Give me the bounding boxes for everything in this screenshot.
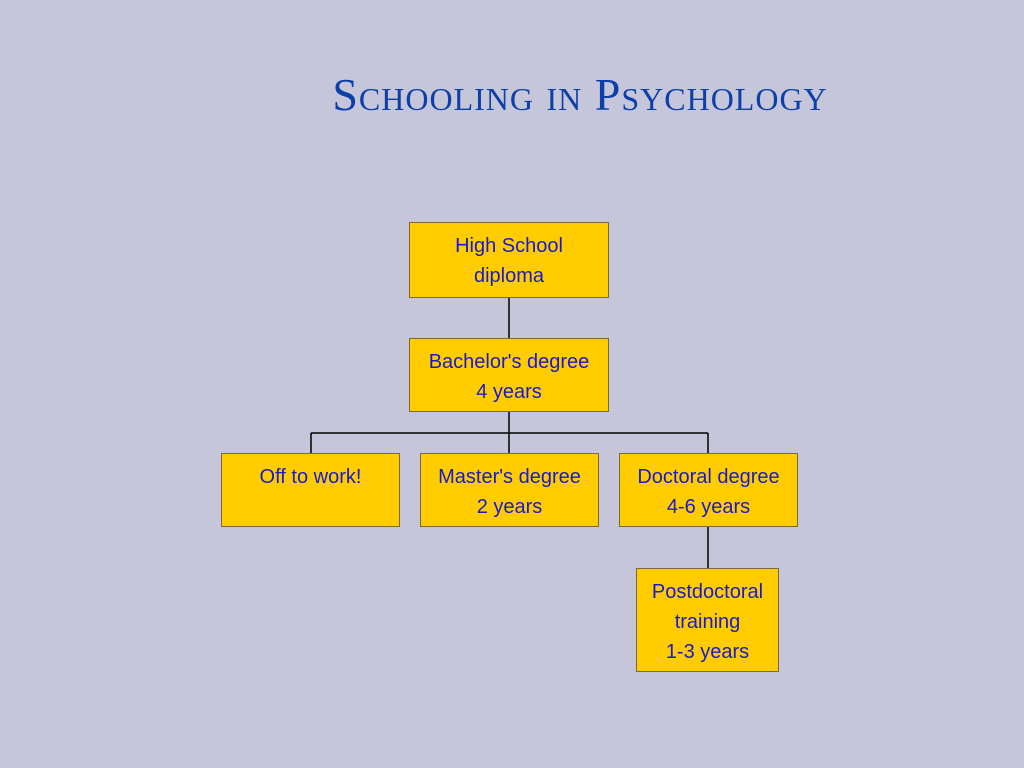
node-bachelors-line1: Bachelor's degree xyxy=(428,351,590,373)
node-doctoral-line1: Doctoral degree xyxy=(637,466,780,488)
node-doctoral-line2: 4-6 years xyxy=(666,496,751,518)
node-masters: Master's degree 2 years xyxy=(420,453,599,527)
node-masters-line2: 2 years xyxy=(476,496,543,518)
slide-title: Schooling in Psychology xyxy=(332,69,828,120)
node-bachelors-line2: 4 years xyxy=(476,381,542,403)
node-work-line1: Off to work! xyxy=(259,466,362,488)
node-postdoc-line2: training xyxy=(674,611,741,633)
node-postdoc-line3: 1-3 years xyxy=(665,641,750,663)
node-high-school-line2: diploma xyxy=(473,265,545,287)
node-high-school-line1: High School xyxy=(455,235,563,257)
node-high-school: High School diploma xyxy=(409,222,609,298)
node-doctoral: Doctoral degree 4-6 years xyxy=(619,453,798,527)
node-masters-line1: Master's degree xyxy=(438,466,581,488)
node-work: Off to work! xyxy=(221,453,400,527)
node-bachelors: Bachelor's degree 4 years xyxy=(409,338,609,412)
node-postdoc: Postdoctoral training 1-3 years xyxy=(636,568,779,672)
node-postdoc-line1: Postdoctoral xyxy=(651,581,764,603)
